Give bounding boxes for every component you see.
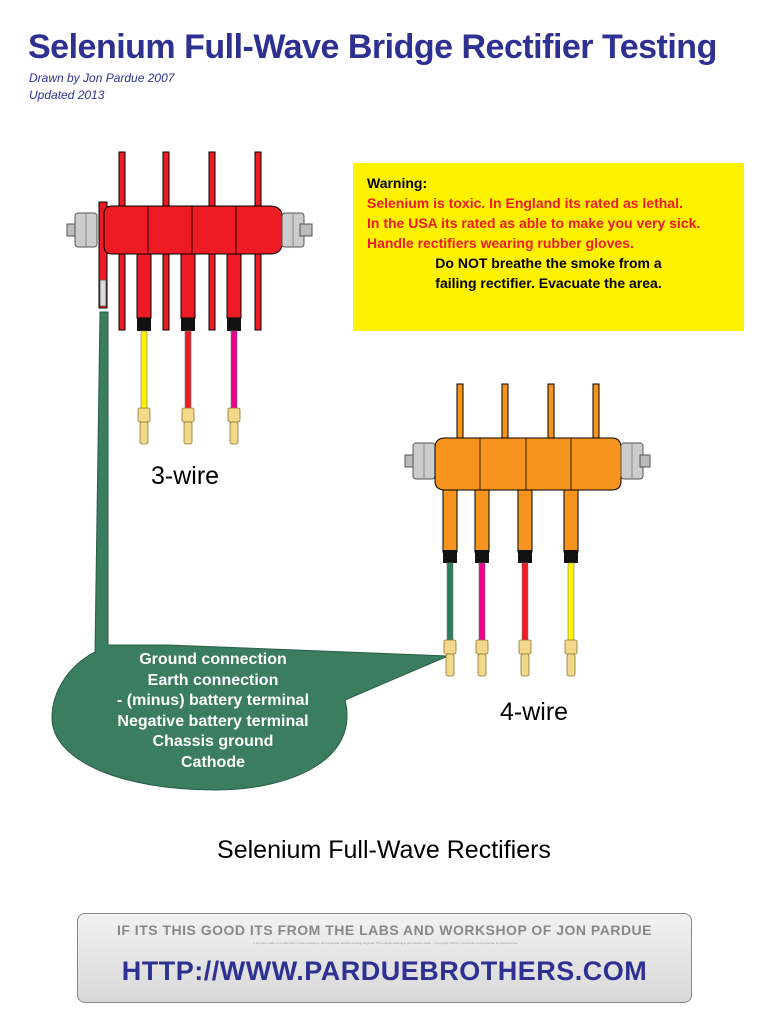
left-bolt-3wire [66, 212, 98, 248]
updated-note: Updated 2013 [29, 88, 105, 102]
terminal-leg [474, 489, 490, 553]
callout-line: Ground connection [139, 651, 287, 668]
website-link[interactable]: HTTP://WWW.PARDUEBROTHERS.COM [121, 956, 648, 986]
callout-line: Earth connection [147, 671, 279, 689]
left-bolt-4wire [404, 442, 436, 480]
callout-line: Negative battery terminal [117, 712, 309, 730]
ground-tab-terminal [99, 279, 107, 307]
terminal-leg [226, 253, 242, 319]
warning-line: Do NOT breathe the smoke from a [435, 255, 662, 271]
right-bolt-3wire [281, 212, 313, 248]
warning-line: Handle rectifiers wearing rubber gloves. [367, 235, 634, 251]
terminal-leg [563, 489, 579, 553]
callout-line: - (minus) battery terminal [116, 692, 310, 709]
footer-banner: IF ITS THIS GOOD ITS FROM THE LABS AND W… [77, 913, 692, 1003]
connector [137, 407, 241, 445]
wire-insulator [443, 550, 457, 563]
ground-callout-text: Ground connection Earth connection - (mi… [52, 650, 374, 773]
rectifier-3wire [66, 151, 313, 445]
wire-yellow [140, 330, 148, 410]
connector [443, 639, 578, 677]
page-title: Selenium Full-Wave Bridge Rectifier Test… [28, 28, 717, 66]
figure-caption: Selenium Full-Wave Rectifiers [217, 836, 551, 864]
banner-tagline: IF ITS THIS GOOD ITS FROM THE LABS AND W… [116, 922, 653, 938]
callout-line: Cathode [181, 753, 245, 771]
label-4wire: 4-wire [500, 698, 569, 726]
wire-insulator [475, 550, 489, 563]
wire-insulator [181, 318, 195, 331]
ground-tab-3wire [98, 201, 108, 309]
wire-yellow [567, 562, 575, 642]
author-credit: Drawn by Jon Pardue 2007 [29, 71, 175, 85]
label-3wire: 3-wire [151, 462, 220, 490]
terminal-leg [517, 489, 533, 553]
wire-insulator [227, 318, 241, 331]
terminal-leg [136, 253, 152, 319]
terminal-leg [442, 489, 458, 553]
ground-callout-bubble [51, 311, 449, 791]
callout-line: Chassis ground [152, 733, 274, 750]
warning-line: Selenium is toxic. In England its rated … [367, 195, 683, 211]
wire-red [521, 562, 529, 642]
wire-insulator [137, 318, 151, 331]
warning-heading: Warning: [367, 175, 428, 191]
wire-magenta [478, 562, 486, 642]
wire-red [184, 330, 192, 410]
wire-insulator [518, 550, 532, 563]
terminal-leg [180, 253, 196, 319]
right-bolt-4wire [620, 442, 651, 480]
body-3wire [103, 205, 283, 255]
body-4wire [434, 437, 622, 491]
warning-line: failing rectifier. Evacuate the area. [435, 275, 662, 291]
banner-fine-print: If you don't want to re-read this in sev… [253, 941, 518, 945]
wire-magenta [230, 330, 238, 410]
warning-box: Warning: Selenium is toxic. In England i… [353, 163, 744, 331]
wire-green [446, 562, 454, 642]
callout-shape [51, 311, 449, 791]
warning-line: In the USA its rated as able to make you… [367, 215, 701, 231]
rectifier-4wire [404, 383, 651, 677]
wire-insulator [564, 550, 578, 563]
